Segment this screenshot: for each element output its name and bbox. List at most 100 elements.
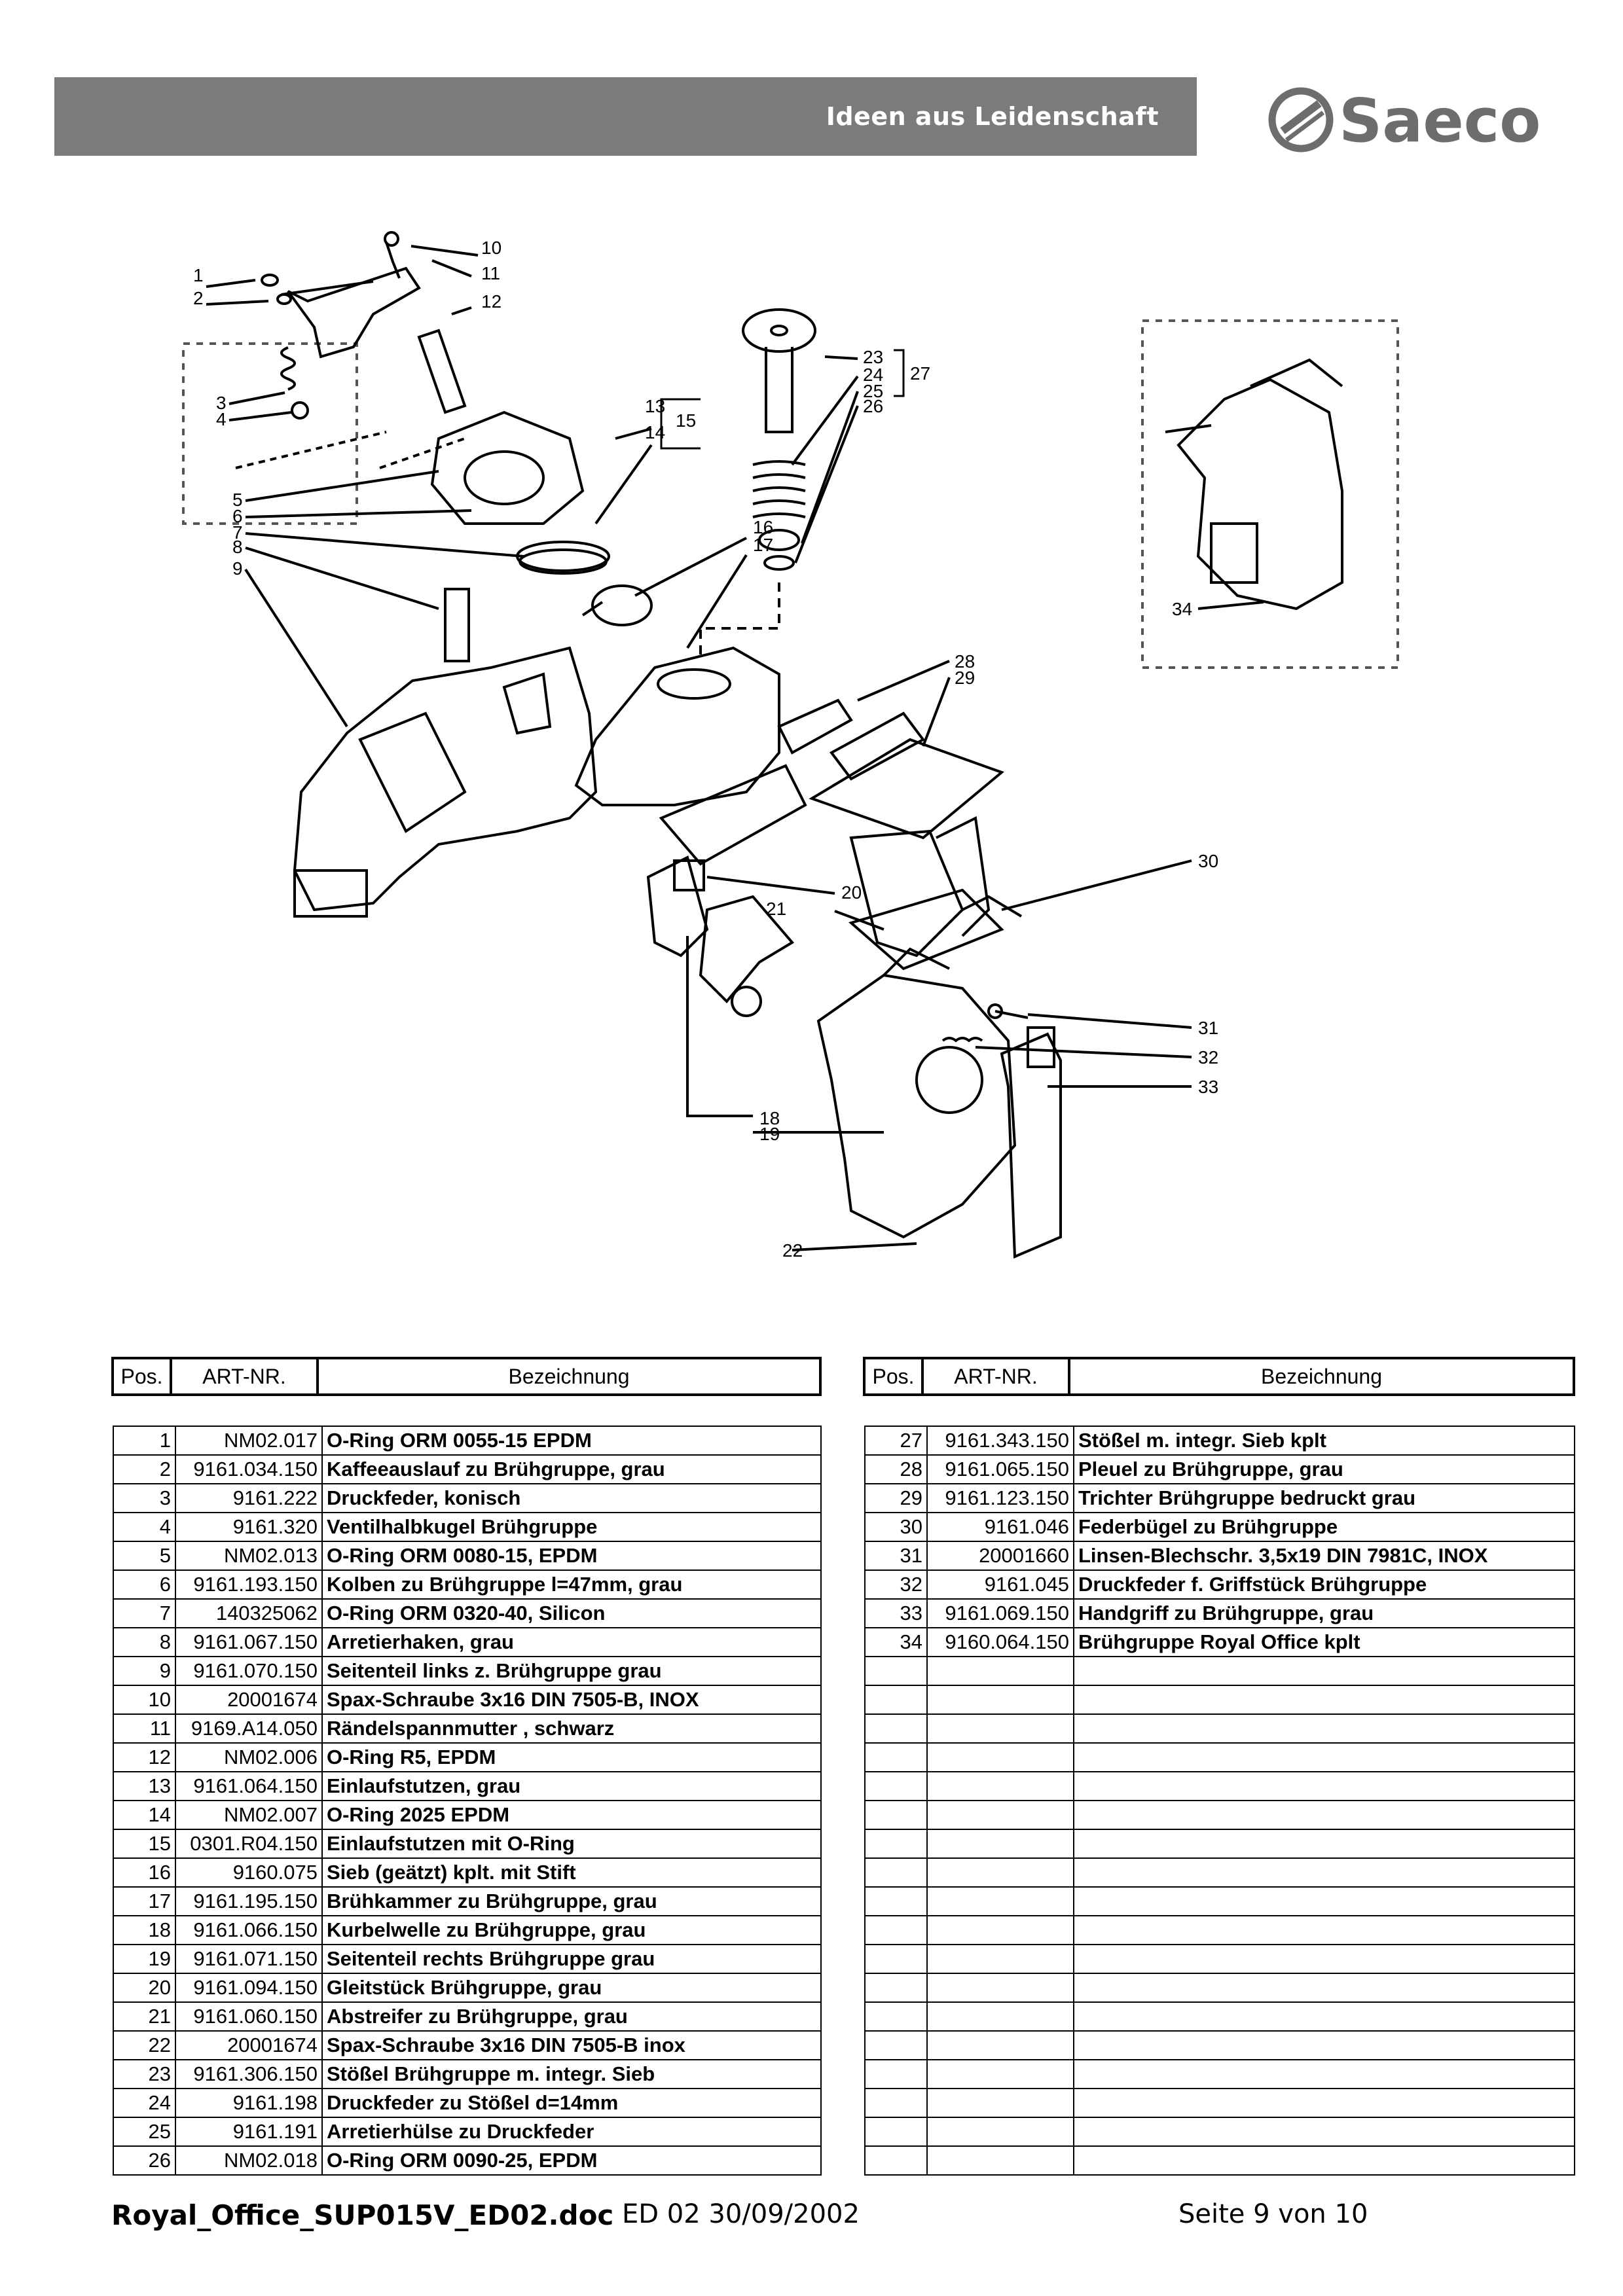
table-row <box>864 1685 1575 1715</box>
cell-description: Kolben zu Brühgruppe l=47mm, grau <box>321 1570 822 1600</box>
callout-label: 30 <box>1198 851 1218 871</box>
cell-pos <box>864 2145 928 2176</box>
footer-page-number: Seite 9 von 10 <box>1178 2199 1368 2229</box>
cell-description <box>1073 1886 1575 1916</box>
cell-description <box>1073 1944 1575 1974</box>
cell-pos <box>864 1713 928 1744</box>
cell-description <box>1073 2059 1575 2089</box>
header-pos: Pos. <box>111 1357 172 1396</box>
cell-description: Sieb (geätzt) kplt. mit Stift <box>321 1857 822 1888</box>
table-row <box>864 2059 1575 2089</box>
cell-pos: 4 <box>113 1512 176 1542</box>
cell-pos: 19 <box>113 1944 176 1974</box>
header-banner: Ideen aus Leidenschaft <box>54 77 1197 156</box>
cell-art-nr: 0301.R04.150 <box>175 1829 323 1859</box>
exploded-parts-drawing: 1 2 3 4 5 6 7 8 9 10 11 12 13 14 15 16 1… <box>182 231 1399 1261</box>
cell-description: Gleitstück Brühgruppe, grau <box>321 1973 822 2003</box>
cell-description <box>1073 2088 1575 2118</box>
table-row <box>864 1713 1575 1744</box>
header-art-nr: ART-NR. <box>921 1357 1070 1396</box>
callout-label: 15 <box>676 410 696 431</box>
cell-pos: 34 <box>864 1627 928 1657</box>
cell-art-nr <box>926 1886 1074 1916</box>
cell-art-nr <box>926 2030 1074 2060</box>
cell-description: Ventilhalbkugel Brühgruppe <box>321 1512 822 1542</box>
callout-label: 10 <box>481 238 501 258</box>
callout-label: 21 <box>766 899 786 919</box>
callout-label: 2 <box>193 288 204 308</box>
cell-description: Einlaufstutzen, grau <box>321 1771 822 1801</box>
callout-label: 11 <box>481 263 500 283</box>
table-row <box>864 1915 1575 1945</box>
cell-art-nr <box>926 2145 1074 2176</box>
cell-pos: 9 <box>113 1656 176 1686</box>
cell-description: Kurbelwelle zu Brühgruppe, grau <box>321 1915 822 1945</box>
cell-pos: 17 <box>113 1886 176 1916</box>
cell-pos: 30 <box>864 1512 928 1542</box>
cell-pos: 2 <box>113 1454 176 1484</box>
cell-pos: 18 <box>113 1915 176 1945</box>
cell-pos: 3 <box>113 1483 176 1513</box>
cell-description <box>1073 1713 1575 1744</box>
cell-description: O-Ring ORM 0090-25, EPDM <box>321 2145 822 2176</box>
callout-label: 13 <box>645 396 665 416</box>
cell-pos: 21 <box>113 2001 176 2032</box>
cell-pos <box>864 2030 928 2060</box>
cell-art-nr: 20001674 <box>175 1685 323 1715</box>
table-header-right: Pos. ART-NR. Bezeichnung <box>863 1357 1575 1396</box>
cell-pos <box>864 1656 928 1686</box>
cell-art-nr: 9169.A14.050 <box>175 1713 323 1744</box>
cell-art-nr: 9161.046 <box>926 1512 1074 1542</box>
footer-edition: ED 02 30/09/2002 <box>622 2199 860 2229</box>
cell-art-nr <box>926 2088 1074 2118</box>
callout-label: 31 <box>1198 1018 1218 1038</box>
callout-label: 26 <box>863 396 883 416</box>
cell-art-nr: 9161.067.150 <box>175 1627 323 1657</box>
callout-labels: 1 2 3 4 5 6 7 8 9 10 11 12 13 14 15 16 1… <box>193 238 1218 1261</box>
cell-pos: 28 <box>864 1454 928 1484</box>
cell-pos <box>864 1829 928 1859</box>
cell-pos: 6 <box>113 1570 176 1600</box>
cell-pos: 13 <box>113 1771 176 1801</box>
header-bezeichnung: Bezeichnung <box>1068 1357 1575 1396</box>
cell-description: Kaffeeauslauf zu Brühgruppe, grau <box>321 1454 822 1484</box>
cell-art-nr: 9161.191 <box>175 2117 323 2147</box>
callout-label: 20 <box>841 882 862 903</box>
cell-art-nr: 9161.320 <box>175 1512 323 1542</box>
cell-art-nr: 9161.065.150 <box>926 1454 1074 1484</box>
callout-label: 28 <box>955 651 975 672</box>
cell-pos: 8 <box>113 1627 176 1657</box>
cell-description <box>1073 1742 1575 1772</box>
cell-pos: 27 <box>864 1426 928 1456</box>
cell-pos <box>864 1944 928 1974</box>
cell-pos <box>864 2088 928 2118</box>
cell-pos <box>864 1771 928 1801</box>
cell-art-nr: 9161.222 <box>175 1483 323 1513</box>
callout-label: 5 <box>232 490 243 510</box>
cell-art-nr: NM02.007 <box>175 1800 323 1830</box>
cell-description: O-Ring ORM 0320-40, Silicon <box>321 1598 822 1628</box>
header-bezeichnung: Bezeichnung <box>316 1357 822 1396</box>
cell-art-nr: 9161.069.150 <box>926 1598 1074 1628</box>
cell-art-nr: 9161.060.150 <box>175 2001 323 2032</box>
cell-art-nr <box>926 1915 1074 1945</box>
cell-pos <box>864 1857 928 1888</box>
callout-label: 4 <box>216 409 227 429</box>
cell-art-nr: 9160.075 <box>175 1857 323 1888</box>
callout-label: 1 <box>193 265 204 285</box>
callout-label: 25 <box>863 381 883 401</box>
cell-pos: 11 <box>113 1713 176 1744</box>
